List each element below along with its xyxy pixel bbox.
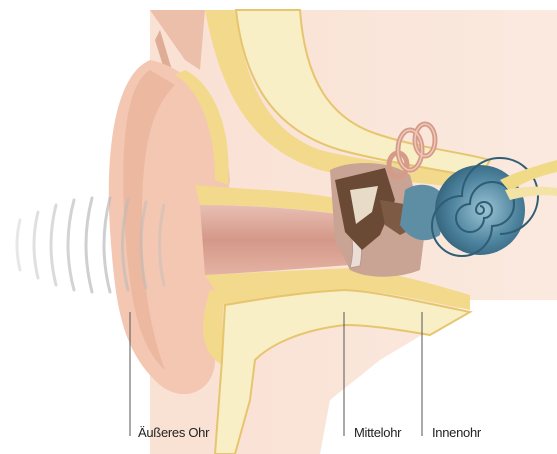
ear-canal: [200, 205, 350, 275]
label-middle-ear: Mittelohr: [354, 426, 401, 440]
label-outer-ear: Äußeres Ohr: [138, 426, 209, 440]
label-inner-ear: Innenohr: [432, 426, 481, 440]
